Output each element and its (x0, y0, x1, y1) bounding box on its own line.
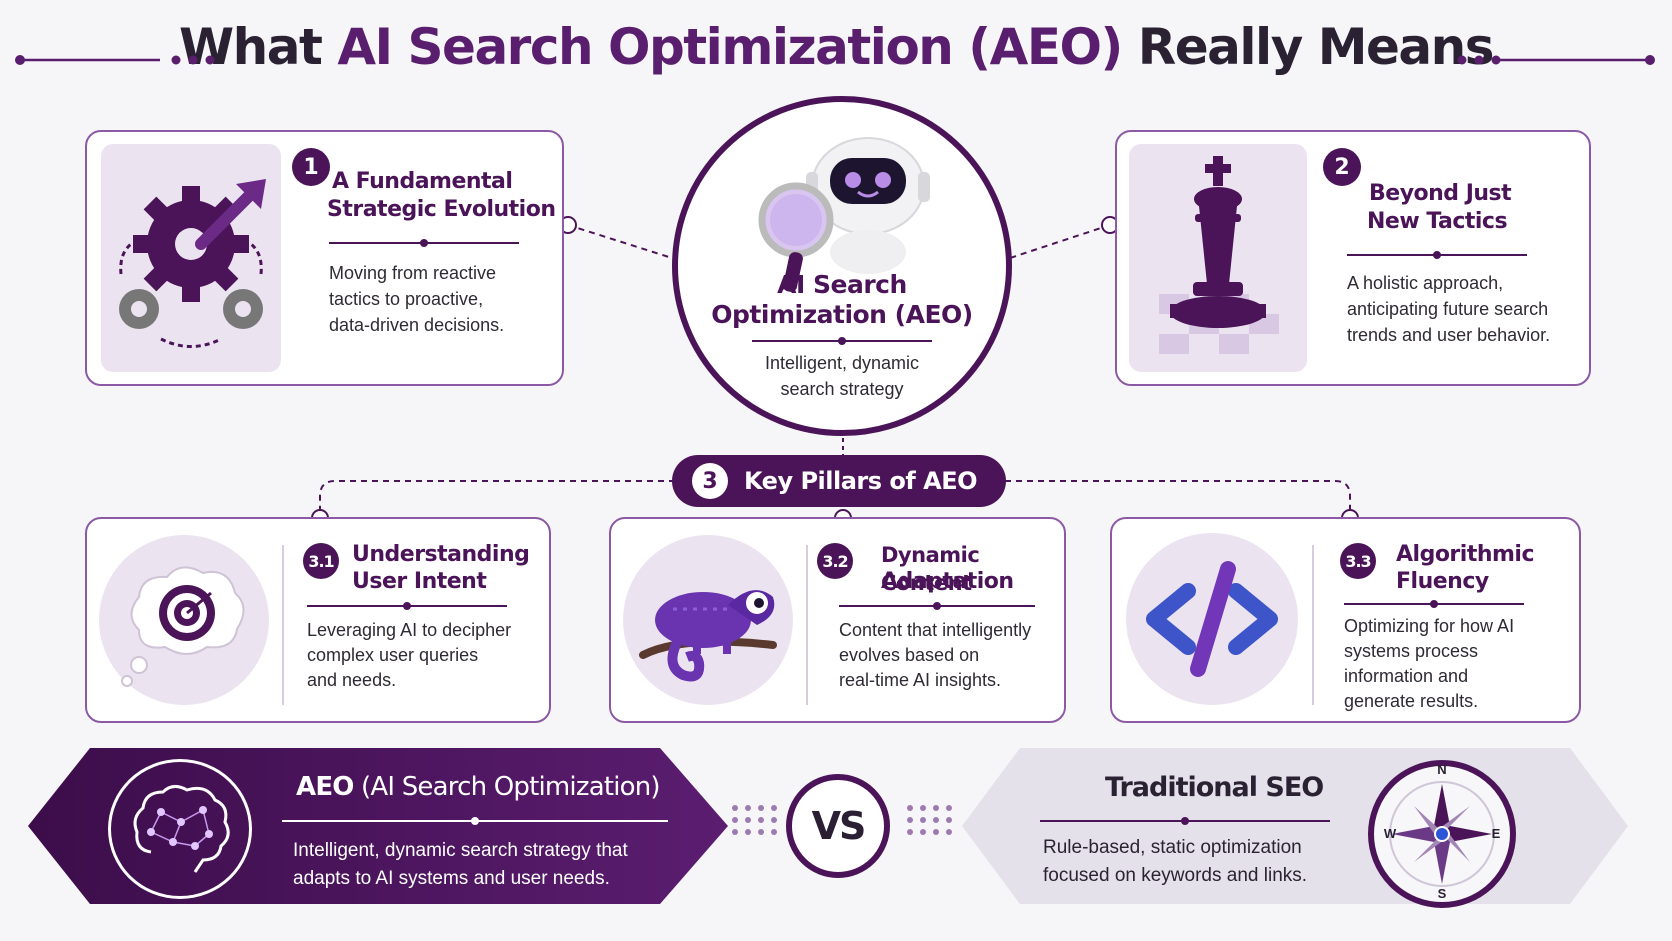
card-strategic-evolution: 1 A Fundamental Strategic Evolution Movi… (85, 130, 564, 386)
card1-number-badge: 1 (292, 148, 330, 186)
compass-n-label: N (1437, 762, 1447, 777)
pillar1-number-badge: 3.1 (303, 543, 339, 579)
pillar1-title-line2: User Intent (352, 569, 487, 594)
seo-banner-title: Traditional SEO (1105, 772, 1324, 803)
gears-arrow-icon (101, 144, 281, 372)
pillars-number-badge: 3 (692, 463, 728, 499)
aeo-banner-desc-line2: adapts to AI systems and user needs. (293, 868, 610, 889)
compass-s-label: S (1437, 886, 1447, 901)
pillar3-title-line2: Fluency (1396, 569, 1489, 594)
vs-badge: VS (786, 774, 890, 878)
compass-w-label: W (1383, 826, 1397, 841)
title-part-2: Really Means (1121, 18, 1495, 76)
card-beyond-tactics: 2 Beyond Just New Tactics A holistic app… (1115, 130, 1591, 386)
pillar3-desc-line1: Optimizing for how AI (1344, 616, 1515, 636)
card1-desc-line1: Moving from reactive (329, 263, 497, 283)
page-title: What AI Search Optimization (AEO) Really… (0, 18, 1672, 76)
card2-desc-line1: A holistic approach, (1347, 273, 1504, 293)
card2-desc-line3: trends and user behavior. (1347, 325, 1551, 345)
seo-banner-desc-line1: Rule-based, static optimization (1043, 837, 1302, 858)
pillars-label: Key Pillars of AEO (744, 467, 978, 495)
center-desc-line2: search strategy (780, 379, 904, 399)
aeo-banner-title: AEO (AI Search Optimization) (296, 772, 661, 802)
pillar-card-user-intent: 3.1 Understanding User Intent Leveraging… (85, 517, 551, 723)
card2-number-badge: 2 (1323, 148, 1361, 186)
card1-desc-line2: tactics to proactive, (329, 289, 484, 309)
pillar3-desc-line4: generate results. (1344, 691, 1479, 711)
aeo-banner-title-bold: AEO (296, 772, 354, 802)
pillar2-desc-line3: real-time AI insights. (839, 670, 1002, 690)
center-divider (752, 340, 932, 342)
pillar2-desc-line1: Content that intelligently (839, 620, 1032, 640)
pillar2-desc-line2: evolves based on (839, 645, 980, 665)
pillar3-divider (1344, 603, 1524, 605)
center-aeo-circle: AI Search Optimization (AEO) Intelligent… (672, 96, 1012, 436)
card1-title-line1: A Fundamental (332, 169, 513, 194)
card2-title-line2: New Tactics (1367, 209, 1508, 234)
chess-king-icon (1129, 144, 1307, 372)
brain-network-icon (108, 759, 252, 899)
code-brackets-icon (1126, 533, 1298, 705)
seo-banner-desc-line2: focused on keywords and links. (1043, 865, 1308, 886)
pillar3-desc-line2: systems process (1344, 641, 1479, 661)
center-title-line1: AI Search (777, 270, 907, 299)
title-highlight: AI Search Optimization (AEO) (337, 18, 1123, 76)
aeo-banner-title-rest: (AI Search Optimization) (353, 772, 661, 802)
thought-bubble-target-icon (99, 535, 269, 705)
key-pillars-pill: 3 Key Pillars of AEO (672, 455, 1006, 507)
pillar3-number-badge: 3.3 (1340, 543, 1376, 579)
pillar1-title-line1: Understanding (352, 542, 530, 567)
aeo-banner-divider (282, 817, 668, 825)
pillar-card-algorithmic-fluency: 3.3 Algorithmic Fluency Optimizing for h… (1110, 517, 1581, 723)
pillar1-desc-line3: and needs. (307, 670, 397, 690)
pillar2-number-badge: 3.2 (817, 543, 853, 579)
card2-desc-line2: anticipating future search (1347, 299, 1549, 319)
pillar3-desc-line3: information and (1344, 666, 1469, 686)
center-title-line2: Optimization (AEO) (711, 300, 973, 329)
chameleon-icon (623, 535, 793, 705)
pillar1-desc-line2: complex user queries (307, 645, 479, 665)
title-decoration (15, 55, 1655, 65)
card2-divider (1347, 254, 1527, 256)
pillar-card-content-adaptation: 3.2 Dynamic Content Adaptation Content t… (609, 517, 1066, 723)
card1-desc-line3: data-driven decisions. (329, 315, 505, 335)
card1-divider (329, 242, 519, 244)
robot-magnifier-icon (758, 137, 930, 292)
pillar2-title-line1: Dynamic Content (881, 543, 980, 595)
pillar2-title-line2: Adaptation (881, 569, 1014, 594)
pillar1-divider (307, 605, 507, 607)
card2-title-line1: Beyond Just (1369, 181, 1512, 206)
card1-title-line2: Strategic Evolution (327, 197, 556, 222)
center-desc-line1: Intelligent, dynamic (764, 353, 920, 373)
seo-banner-divider (1040, 817, 1330, 825)
aeo-banner-desc-line1: Intelligent, dynamic search strategy tha… (293, 840, 628, 861)
compass-e-label: E (1491, 826, 1501, 841)
title-part-1: What (179, 18, 338, 76)
pillar1-desc-line1: Leveraging AI to decipher (307, 620, 512, 640)
compass-icon: N S W E (1368, 760, 1516, 908)
pillar3-title-line1: Algorithmic (1396, 542, 1535, 567)
pillar2-divider (839, 605, 1035, 607)
